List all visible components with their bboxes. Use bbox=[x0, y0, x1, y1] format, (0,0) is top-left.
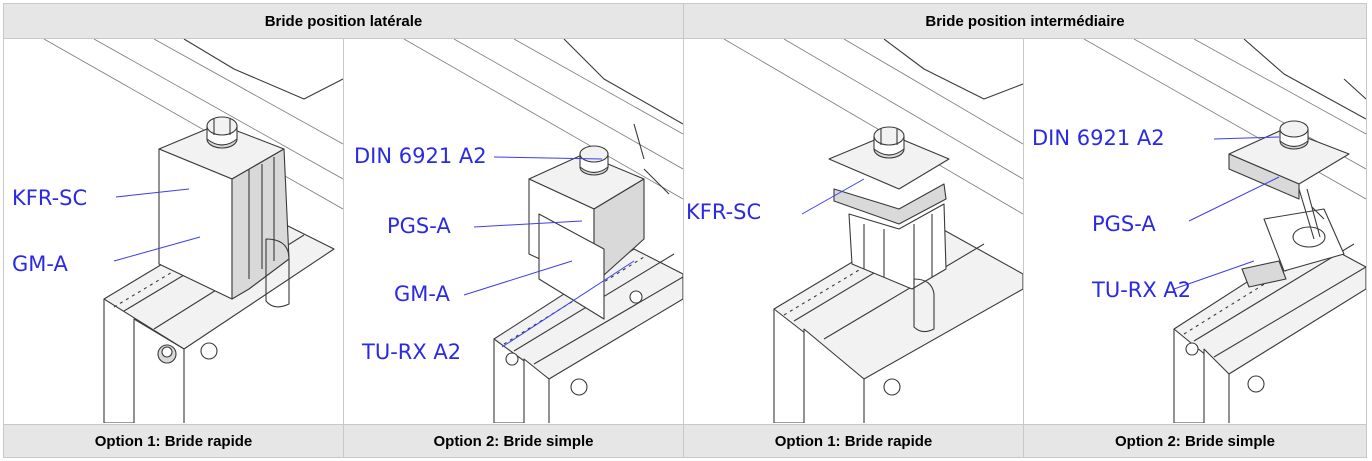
caption-cell: Option 1: Bride rapide bbox=[4, 424, 343, 457]
part-label: TU-RX A2 bbox=[361, 340, 461, 364]
caption-cell: Option 1: Bride rapide bbox=[684, 424, 1023, 457]
diagram-lateral-simple-clamp: DIN 6921 A2 PGS-A GM-A TU-RX A2 bbox=[344, 39, 683, 423]
simple-clamp-drawing bbox=[528, 123, 670, 320]
caption-cell: Option 2: Bride simple bbox=[1024, 424, 1366, 457]
diagram-intermediate-quick-clamp: KFR-SC bbox=[684, 39, 1023, 423]
diagram-lateral-quick-clamp: KFR-SC GM-A bbox=[4, 39, 343, 423]
quick-clamp-drawing bbox=[158, 116, 290, 308]
part-label: PGS-A bbox=[387, 214, 451, 238]
caption-cell: Option 2: Bride simple bbox=[344, 424, 683, 457]
header-intermediate-label: Bride position intermédiaire bbox=[925, 12, 1125, 30]
divider bbox=[683, 4, 684, 457]
quick-clamp-drawing bbox=[828, 126, 950, 333]
part-label: TU-RX A2 bbox=[1091, 278, 1191, 302]
caption-label: Option 1: Bride rapide bbox=[94, 432, 253, 450]
caption-label: Option 1: Bride rapide bbox=[774, 432, 933, 450]
part-label: DIN 6921 A2 bbox=[354, 144, 487, 168]
divider bbox=[1023, 39, 1024, 457]
header-lateral-position: Bride position latérale bbox=[4, 4, 683, 39]
mounting-rail-drawing bbox=[1083, 39, 1366, 423]
diagram-intermediate-simple-clamp: DIN 6921 A2 PGS-A TU-RX A2 bbox=[1024, 39, 1366, 423]
header-lateral-label: Bride position latérale bbox=[264, 12, 423, 30]
part-label: GM-A bbox=[12, 252, 69, 276]
part-label: KFR-SC bbox=[686, 200, 761, 224]
part-label: GM-A bbox=[394, 282, 451, 306]
divider bbox=[343, 39, 344, 457]
mounting-rail-drawing bbox=[403, 39, 683, 423]
header-intermediate-position: Bride position intermédiaire bbox=[684, 4, 1366, 39]
part-label: DIN 6921 A2 bbox=[1032, 126, 1165, 150]
clamp-options-table: Bride position latérale Bride position i… bbox=[3, 3, 1367, 458]
simple-clamp-drawing bbox=[1228, 120, 1350, 288]
part-label: PGS-A bbox=[1092, 212, 1156, 236]
caption-label: Option 2: Bride simple bbox=[1114, 432, 1276, 450]
part-label: KFR-SC bbox=[12, 186, 87, 210]
caption-label: Option 2: Bride simple bbox=[433, 432, 594, 450]
